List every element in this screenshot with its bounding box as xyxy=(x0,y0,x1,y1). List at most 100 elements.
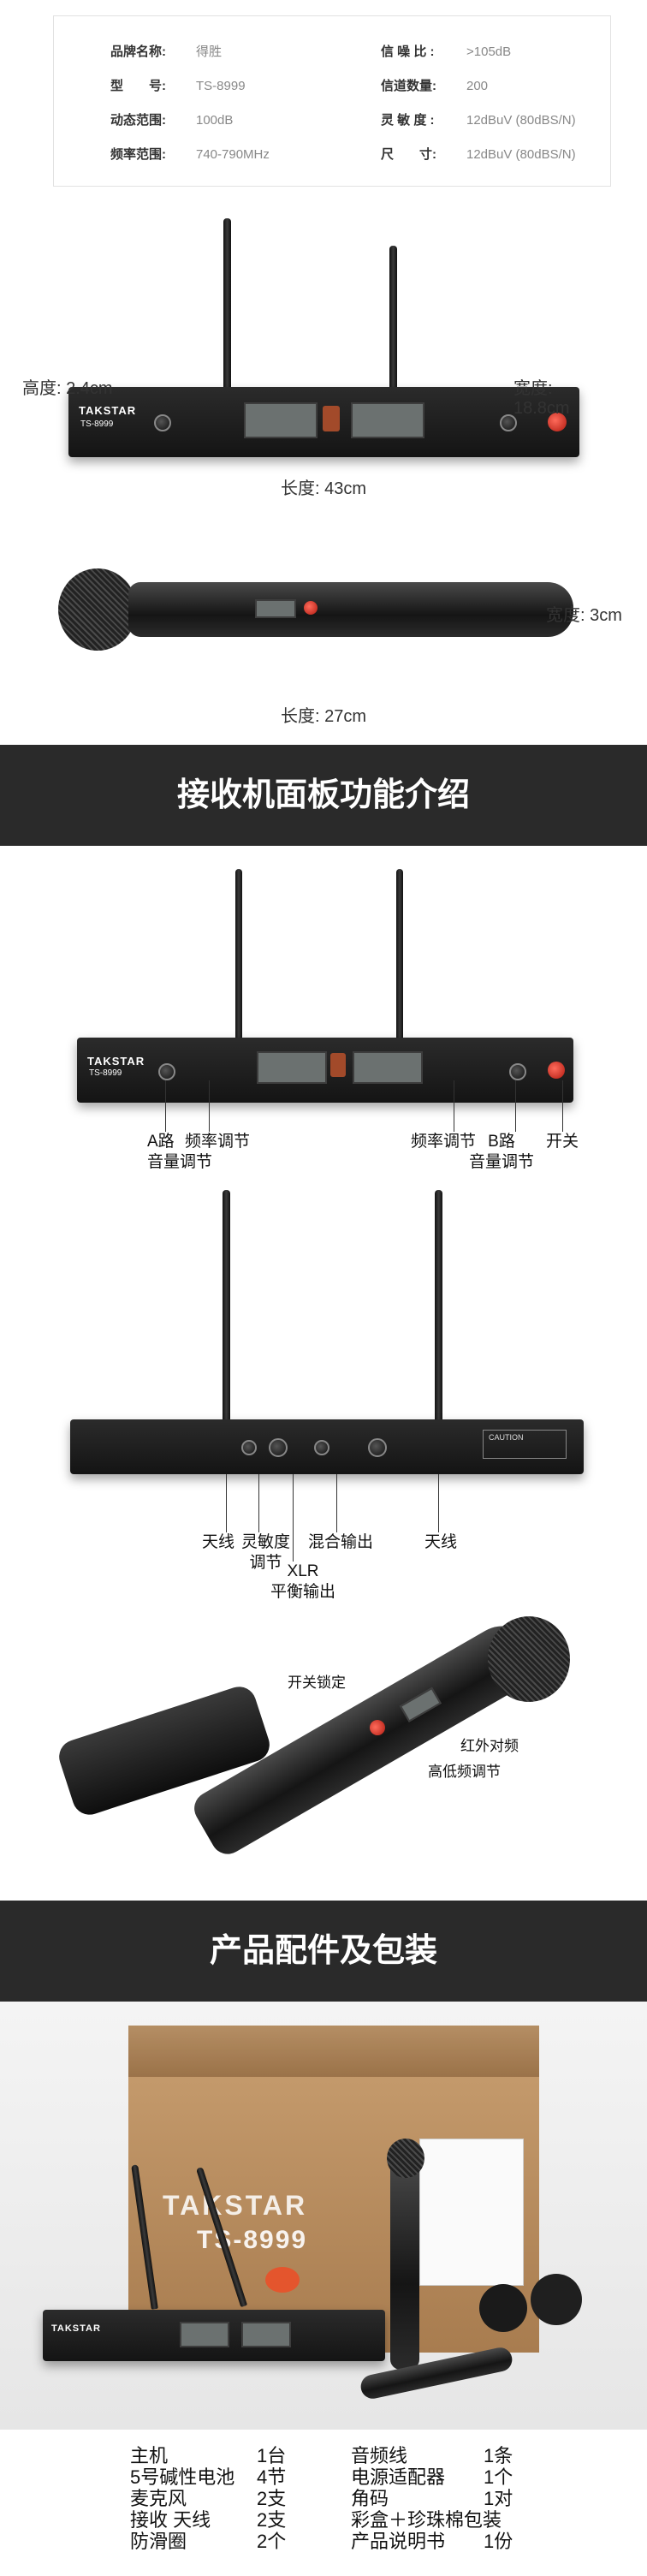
spec-key: 动态范围: xyxy=(110,113,166,128)
mic-dimension-view: 宽度: 3cm 长度: 27cm xyxy=(51,548,647,736)
spec-value: 12dBuV (80dBS/N) xyxy=(466,147,576,162)
accessory-name: 电源适配器 xyxy=(351,2466,446,2488)
spec-value: 12dBuV (80dBS/N) xyxy=(466,113,576,128)
power-button-icon xyxy=(548,413,567,431)
accessory-qty: 2支 xyxy=(257,2488,287,2509)
label-hi-lo-freq: 高低频调节 xyxy=(428,1764,501,1780)
receiver-front: TAKSTAR TS-8999 xyxy=(68,387,579,457)
mic-length-label: 长度: 27cm xyxy=(281,707,367,726)
label-antenna-left: 天线 xyxy=(202,1533,235,1551)
caution-text: CAUTION xyxy=(489,1433,524,1442)
accessory-name: 5号碱性电池 xyxy=(130,2466,235,2488)
leader-line xyxy=(336,1474,337,1532)
leader-line xyxy=(438,1474,439,1532)
antenna-left xyxy=(223,1190,230,1434)
antenna-right xyxy=(396,869,403,1040)
mic-grill xyxy=(387,2139,424,2178)
spec-value: 200 xyxy=(466,79,489,93)
label-sensitivity: 灵敏度 调节 xyxy=(241,1533,291,1572)
accessory-qty: 4节 xyxy=(257,2466,287,2488)
takstar-logo: TAKSTAR xyxy=(79,404,137,417)
length-label: 长度: 43cm xyxy=(281,479,367,498)
leader-line xyxy=(165,1080,166,1132)
mic-lcd xyxy=(399,1687,442,1722)
gift-box-lid xyxy=(128,2026,539,2077)
manual xyxy=(419,2139,524,2286)
accessory-name: 主机 xyxy=(130,2445,169,2466)
mic-button-icon xyxy=(304,601,318,615)
accessory-qty: 1个 xyxy=(484,2466,513,2488)
section-title: 产品配件及包装 xyxy=(209,1933,437,1969)
accessory-qty: 2支 xyxy=(257,2509,287,2531)
lcd-a xyxy=(257,1051,327,1084)
lcd-a xyxy=(244,402,318,438)
section-banner-panel: 接收机面板功能介绍 xyxy=(0,745,647,846)
label-a-volume: A路 音量调节 xyxy=(147,1133,213,1171)
accessory-name: 音频线 xyxy=(351,2445,408,2466)
lcd-b xyxy=(351,402,424,438)
receiver-rear: CAUTION xyxy=(70,1419,584,1474)
section-banner-accessories: 产品配件及包装 xyxy=(0,1901,647,2002)
label-freq-b: 频率调节 xyxy=(411,1133,477,1151)
accessory-list: 主机 1台 5号碱性电池 4节 麦克风 2支 接收 天线 2支 防滑圈 2个 音… xyxy=(0,2431,647,2576)
power-button-icon xyxy=(548,1062,565,1079)
accessory-qty: 1台 xyxy=(257,2445,287,2466)
spec-sensitivity: 灵 敏 度 : 12dBuV (80dBS/N) xyxy=(381,110,576,128)
caution-label: CAUTION xyxy=(483,1430,567,1459)
spec-channels: 信道数量:200 xyxy=(381,76,488,94)
takstar-logo: TAKSTAR xyxy=(87,1055,145,1068)
label-mix-output: 混合输出 xyxy=(308,1533,374,1551)
label-xlr: XLR 平衡输出 xyxy=(270,1562,336,1601)
label-switch-lock: 开关锁定 xyxy=(288,1675,346,1691)
takstar-logo: TAKSTAR xyxy=(51,2323,101,2334)
label-freq-a: 频率调节 xyxy=(185,1133,251,1151)
antenna-left xyxy=(235,869,242,1040)
spec-key: 型 号: xyxy=(110,79,166,93)
accessory-qty: 2个 xyxy=(257,2531,287,2552)
antenna-right xyxy=(389,246,397,391)
receiver-front: TAKSTAR xyxy=(43,2310,385,2361)
front-panel-view: TAKSTAR TS-8999 A路 音量调节 频率调节 频率调节 B路 音量调… xyxy=(51,856,616,1190)
spec-key: 灵 敏 度 : xyxy=(381,113,435,128)
packaging-photo: TAKSTAR TS-8999 TAKSTAR xyxy=(0,2002,647,2430)
accessory-name: 产品说明书 xyxy=(351,2531,446,2552)
leader-line xyxy=(293,1474,294,1562)
rear-panel-view: CAUTION 天线 灵敏度 调节 XLR 平衡输出 混合输出 天线 xyxy=(51,1190,616,1627)
spec-dynamic: 动态范围:100dB xyxy=(110,110,233,128)
spec-table: 品牌名称:得胜 信 噪 比 :>105dB 型 号:TS-8999 信道数量:2… xyxy=(53,15,611,187)
volume-b-knob-icon xyxy=(509,1063,526,1080)
section-title: 接收机面板功能介绍 xyxy=(176,777,470,813)
mic-handle xyxy=(128,582,573,637)
leader-line xyxy=(515,1080,516,1132)
spec-value: TS-8999 xyxy=(196,79,246,93)
box-logo: TAKSTAR xyxy=(163,2190,308,2221)
accessory-name: 彩盒＋珍珠棉包装 xyxy=(351,2509,502,2531)
ir-window xyxy=(330,1053,346,1077)
spec-value: >105dB xyxy=(466,45,512,59)
knob-icon xyxy=(500,414,517,431)
model-label: TS-8999 xyxy=(89,1068,122,1078)
windscreen xyxy=(479,2284,527,2332)
label-antenna-right: 天线 xyxy=(424,1533,458,1551)
accessory-name: 麦克风 xyxy=(130,2488,187,2509)
model-label: TS-8999 xyxy=(80,419,114,429)
label-power: 开关 xyxy=(546,1133,579,1151)
volume-a-knob-icon xyxy=(158,1063,175,1080)
spec-frequency: 频率范围: 740-790MHz xyxy=(110,145,270,163)
antenna-left xyxy=(223,218,231,390)
mix-port-icon xyxy=(314,1440,329,1455)
mic-button-icon xyxy=(366,1716,389,1739)
spec-key: 尺 寸: xyxy=(381,147,436,162)
spec-value: 740-790MHz xyxy=(196,147,270,162)
spec-model: 型 号: TS-8999 xyxy=(110,76,246,94)
accessory-name: 接收 天线 xyxy=(130,2509,211,2531)
ir-window xyxy=(323,406,340,431)
accessory-name: 防滑圈 xyxy=(130,2531,187,2552)
spec-key: 频率范围: xyxy=(110,147,166,162)
accessory-qty: 1条 xyxy=(484,2445,513,2466)
mic-detail-view: 开关锁定 红外对频 高低频调节 xyxy=(51,1609,608,1892)
anti-slip-ring xyxy=(265,2267,300,2293)
accessory-name: 角码 xyxy=(351,2488,389,2509)
mic-width-label: 宽度: 3cm xyxy=(546,606,622,625)
knob-icon xyxy=(154,414,171,431)
